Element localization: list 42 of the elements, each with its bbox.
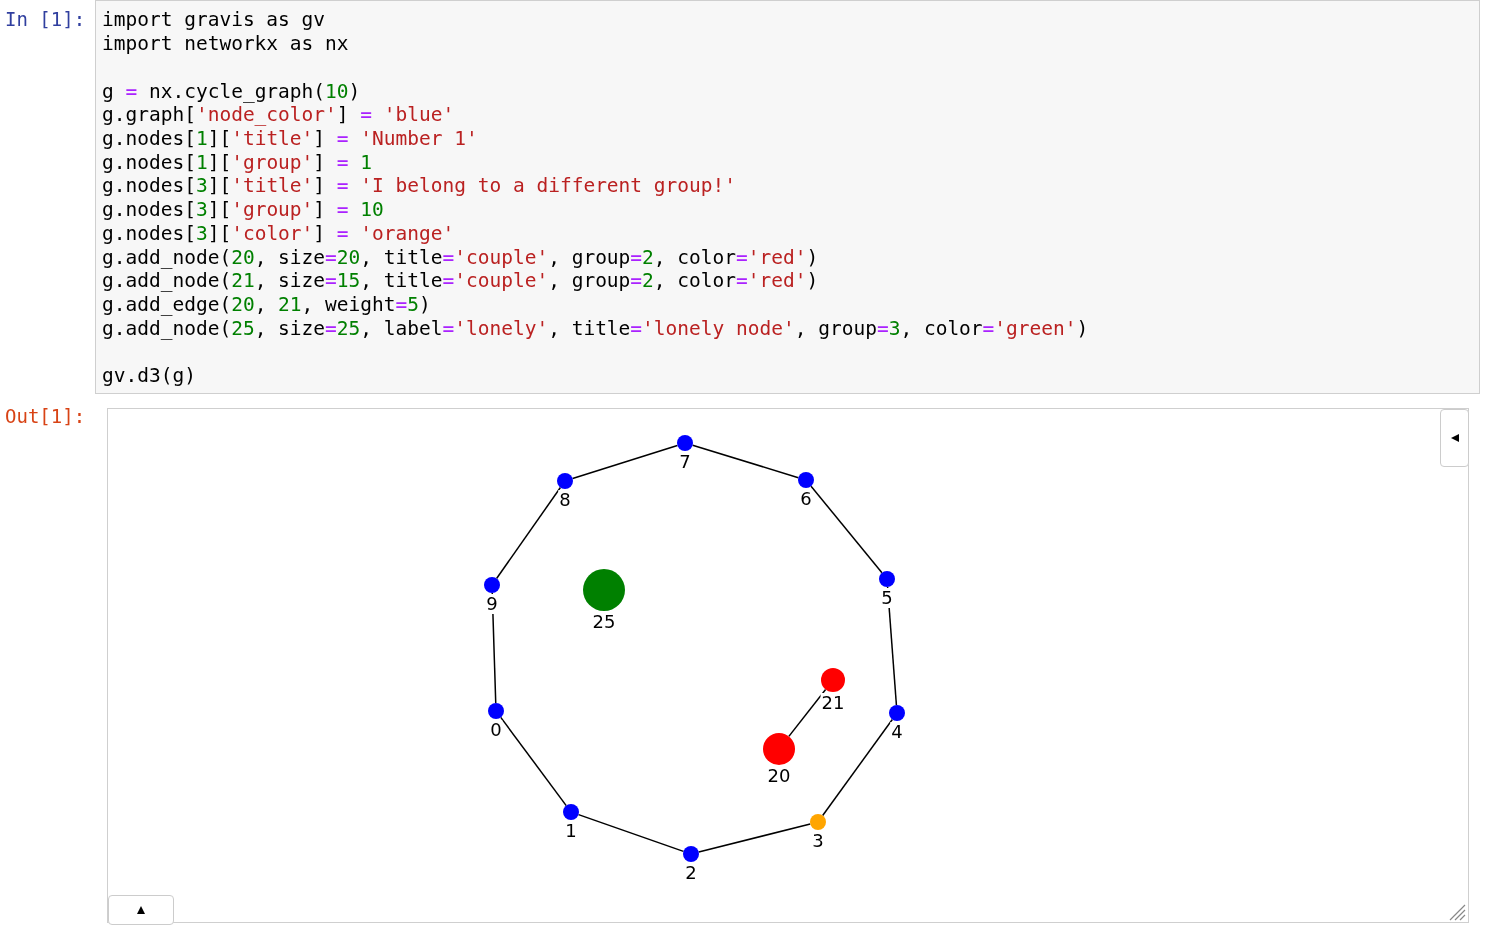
- graph-node: [683, 846, 699, 862]
- graph-node: [821, 668, 845, 692]
- graph-node: [563, 804, 579, 820]
- code-line: g.nodes[1]['title'] = 'Number 1': [102, 127, 478, 151]
- graph-edge: [886, 586, 898, 706]
- graph-edge: [577, 813, 685, 853]
- input-prompt: In [1]:: [5, 8, 86, 30]
- graph-edge: [788, 688, 827, 738]
- node-label: 9: [485, 594, 499, 614]
- graph-edge: [495, 486, 562, 580]
- graph-node: [763, 733, 795, 765]
- graph-node: [810, 814, 826, 830]
- output-prompt: Out[1]:: [5, 405, 86, 427]
- code-line: g.nodes[3]['color'] = 'orange': [102, 222, 455, 246]
- graph-node: [557, 473, 573, 489]
- graph-node: [798, 472, 814, 488]
- graph-node: [488, 703, 504, 719]
- graph-edge: [821, 718, 894, 817]
- graph-node: [677, 435, 693, 451]
- code-line: g.add_node(20, size=20, title='couple', group=2, color='red'): [102, 246, 819, 270]
- code-line: g.add_node(25, size=25, label='lonely', title='lonely node', group=3, color='green'): [102, 317, 1089, 341]
- code-line: g.nodes[3]['title'] = 'I belong to a different group!': [102, 174, 736, 198]
- code-line: import networkx as nx: [102, 32, 349, 56]
- graph-edge: [691, 444, 800, 479]
- code-line: g = nx.cycle_graph(10): [102, 80, 361, 104]
- code-line: g.add_node(21, size=15, title='couple', group=2, color='red'): [102, 269, 819, 293]
- code-line: g.nodes[3]['group'] = 10: [102, 198, 384, 222]
- code-line: g.graph['node_color'] = 'blue': [102, 103, 455, 127]
- graph-edge: [698, 823, 811, 853]
- code-line: import gravis as gv: [102, 8, 326, 32]
- node-label: 5: [880, 588, 894, 608]
- graph-edge: [500, 716, 567, 807]
- code-line: g.nodes[1]['group'] = 1: [102, 151, 373, 175]
- graph-node: [879, 571, 895, 587]
- graph-node: [583, 569, 625, 611]
- graph-node: [484, 577, 500, 593]
- graph-edge: [571, 444, 679, 480]
- code-line: gv.d3(g): [102, 364, 196, 388]
- code-line: g.add_edge(20, 21, weight=5): [102, 293, 431, 317]
- graph-edge: [810, 485, 883, 574]
- graph-node: [889, 705, 905, 721]
- graph-edge: [491, 592, 497, 704]
